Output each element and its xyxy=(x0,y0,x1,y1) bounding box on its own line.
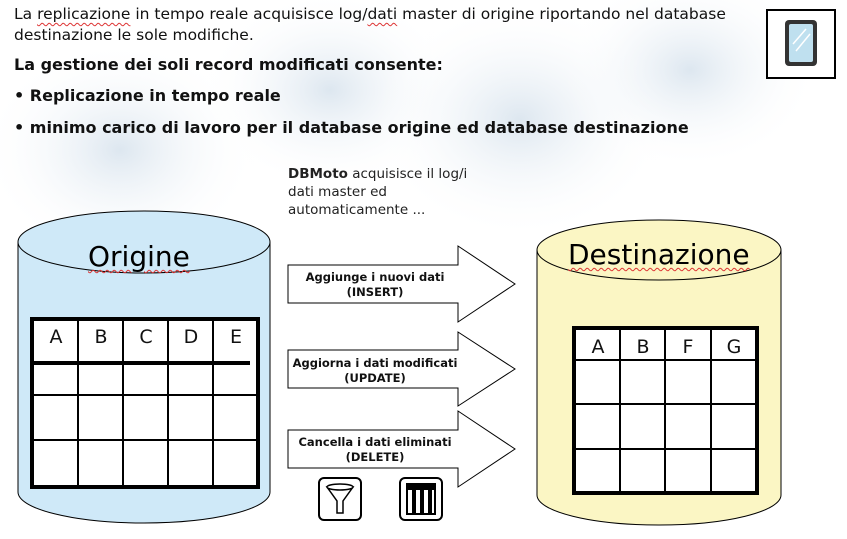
subtitle: La gestione dei soli record modificati c… xyxy=(14,55,443,74)
target-table-grid xyxy=(572,326,759,495)
target-column-header: F xyxy=(682,336,694,358)
bullet-low-load: • minimo carico di lavoro per il databas… xyxy=(14,118,689,137)
intro-text: La replicazione in tempo reale acquisisc… xyxy=(14,5,726,44)
dbmoto-note: DBMoto acquisisce il log/i dati master e… xyxy=(288,166,468,218)
source-column-header: A xyxy=(49,326,63,348)
target-label: Destinazione xyxy=(568,238,750,271)
bullet-realtime: • Replicazione in tempo reale xyxy=(14,86,281,105)
source-column-header: D xyxy=(183,326,199,348)
update-label: Aggiorna i dati modificati(UPDATE) xyxy=(292,356,458,385)
update-arrow xyxy=(287,331,516,407)
target-column-header: G xyxy=(726,336,742,358)
funnel-icon xyxy=(318,477,362,521)
source-table-grid xyxy=(30,317,260,489)
window-icon xyxy=(766,9,836,79)
columns-icon xyxy=(399,477,443,521)
delete-arrow xyxy=(287,410,516,488)
source-column-header: B xyxy=(94,326,108,348)
source-label: Origine xyxy=(88,240,190,273)
source-column-header: E xyxy=(229,326,242,348)
target-column-header: A xyxy=(591,336,605,358)
insert-label: Aggiunge i nuovi dati(INSERT) xyxy=(305,270,445,299)
target-column-header: B xyxy=(636,336,650,358)
delete-label: Cancella i dati eliminati(DELETE) xyxy=(298,435,452,464)
source-column-header: C xyxy=(139,326,153,348)
insert-arrow xyxy=(287,245,516,323)
